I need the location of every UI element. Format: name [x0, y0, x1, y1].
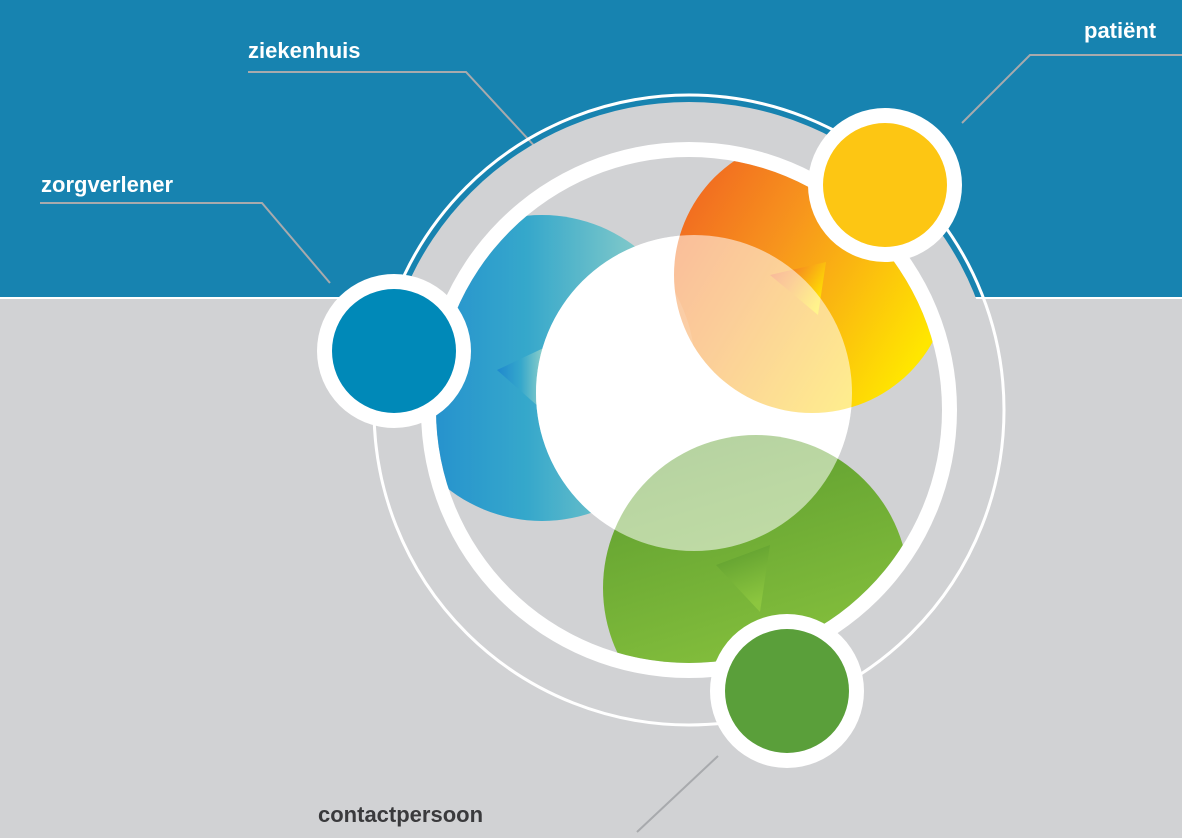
hospital-leader-line [248, 71, 541, 153]
caregiver-label: zorgverlener [41, 172, 174, 197]
patient-label: patiënt [1084, 18, 1157, 43]
contact-node [710, 614, 864, 768]
contact-leader-line [636, 755, 719, 833]
contact-label: contactpersoon [318, 802, 484, 827]
bubble-overlaps [436, 215, 852, 551]
speech-bubbles [436, 157, 942, 663]
patient-node [808, 108, 962, 262]
hospital-label: ziekenhuis [248, 38, 361, 63]
caregiver-leader-line [40, 202, 331, 284]
patient-leader-line [961, 54, 1182, 124]
caregiver-node [317, 274, 471, 428]
